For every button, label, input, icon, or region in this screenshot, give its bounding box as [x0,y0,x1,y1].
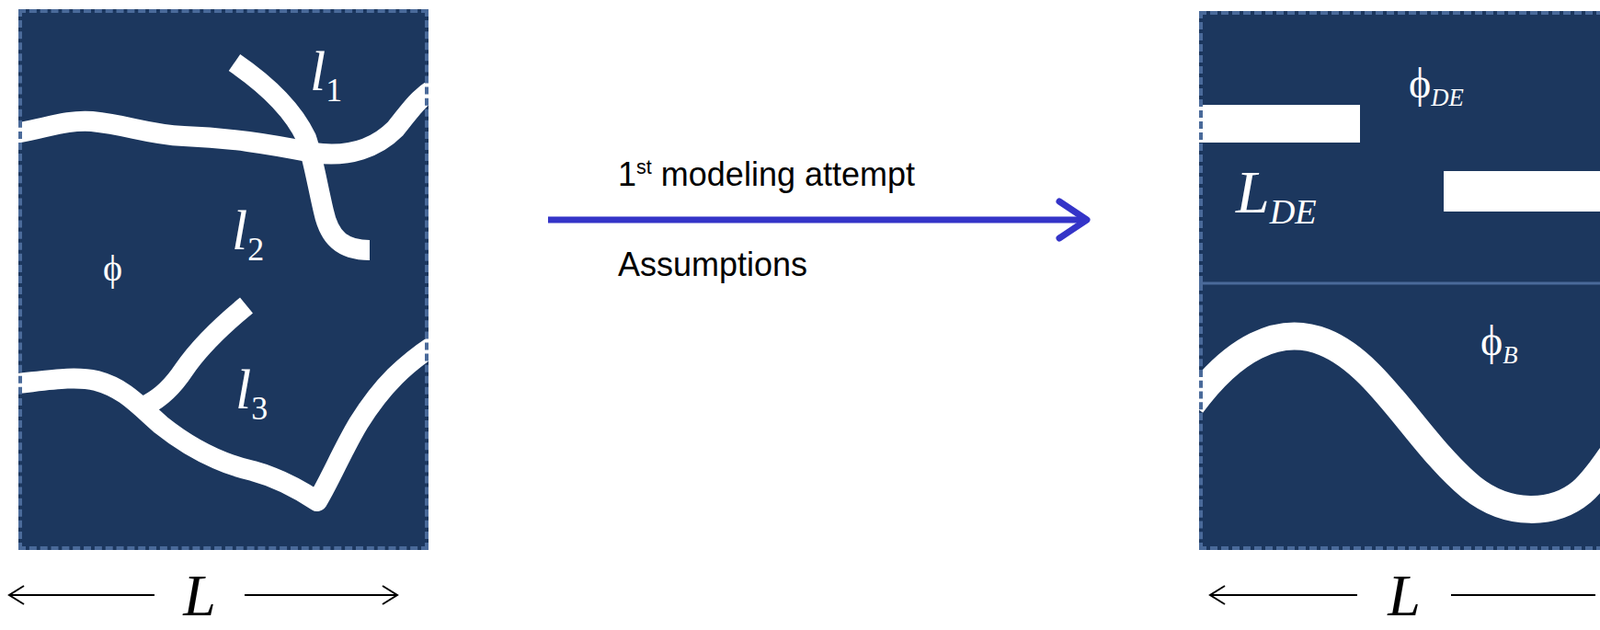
transition-arrow [548,201,1087,239]
crack [147,305,247,405]
symbol-label: LDE [1235,161,1317,223]
divider-line [1199,282,1600,286]
dimension-arrows [9,585,1596,605]
arrow-head [9,585,24,605]
fracture-bar [1443,171,1600,212]
arrow-note: Assumptions [617,248,808,282]
arrow-head [382,585,398,605]
background-band: ϕB [1199,283,1600,550]
dimension-line [1451,594,1596,596]
symbol-label: l3 [235,360,268,418]
matrix-block [1199,11,1600,284]
symbol-label: ϕ [102,250,123,287]
dimension-line [9,594,155,596]
crack-network [18,62,429,502]
crack [18,84,429,155]
crack [18,340,429,502]
symbol-label: l1 [309,42,343,100]
crack [234,62,370,251]
background-fracture [1199,336,1600,510]
arrow-head [1059,201,1087,239]
dimension-label: L [182,566,217,626]
arrow-label: 1st modeling attempt [617,158,915,192]
fracture-wave [1199,336,1600,510]
dimension-line [244,594,398,596]
arrow-head [1210,585,1225,605]
dimension-line [1210,594,1358,596]
fractured-domain: l1 l2 ϕ l3 [18,9,429,550]
dimension-label: L [1387,566,1421,626]
fracture-bar [1199,104,1360,143]
discrete-fracture-band: ϕDE LDE [1199,11,1600,284]
symbol-label: l2 [231,201,264,259]
symbol-label: ϕB [1480,320,1519,363]
symbol-label: ϕDE [1408,62,1464,105]
